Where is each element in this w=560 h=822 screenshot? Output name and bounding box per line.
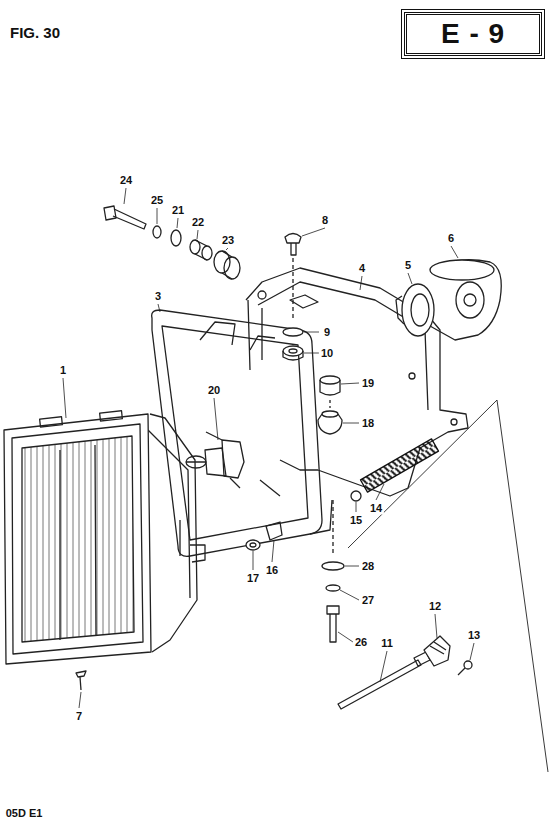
- callout-number: 16: [264, 564, 280, 577]
- bolt: [104, 206, 146, 229]
- grommet: [318, 411, 342, 434]
- figure-title: FIG. 30: [10, 24, 60, 41]
- callout-number: 6: [446, 232, 456, 245]
- callout-number: 5: [403, 259, 413, 272]
- screw: [76, 671, 86, 690]
- callout-number: 11: [379, 637, 395, 650]
- grommet: [214, 251, 240, 279]
- sealed-beam-unit: [4, 411, 205, 664]
- washer: [171, 230, 181, 246]
- callout-number: 20: [206, 384, 222, 397]
- callout-number: 17: [245, 572, 261, 585]
- nut: [246, 540, 260, 550]
- screw: [285, 234, 301, 244]
- nut: [283, 346, 303, 360]
- callout-number: 27: [360, 594, 376, 607]
- callout-number: 22: [190, 216, 206, 229]
- callout-number: 13: [466, 629, 482, 642]
- callout-number: 12: [427, 600, 443, 613]
- section-code: E - 9: [441, 18, 505, 50]
- callout-number: 26: [353, 636, 369, 649]
- callout-number: 9: [322, 326, 332, 339]
- callout-number: 21: [170, 204, 186, 217]
- callout-number: 24: [118, 174, 134, 187]
- washer: [322, 562, 344, 570]
- adjusting-knob: [424, 636, 450, 666]
- bulb: [186, 432, 244, 488]
- callout-number: 8: [320, 214, 330, 227]
- callout-number: 19: [360, 377, 376, 390]
- washer: [283, 328, 303, 336]
- meter-housing: [430, 260, 501, 340]
- callout-number: 23: [220, 234, 236, 247]
- leader-lines: [63, 188, 474, 708]
- adjusting-screw: [338, 652, 430, 709]
- screw: [458, 661, 472, 675]
- callout-number: 28: [360, 560, 376, 573]
- grommet: [320, 376, 340, 395]
- section-box: E - 9: [404, 12, 542, 56]
- callout-number: 4: [357, 262, 367, 275]
- callout-number: 14: [368, 502, 384, 515]
- washer: [351, 491, 361, 501]
- spring: [361, 439, 439, 492]
- collar: [190, 240, 212, 260]
- callout-number: 18: [360, 417, 376, 430]
- drawing-code: 05D E1: [4, 806, 45, 819]
- ring: [396, 284, 434, 336]
- bracket-clip: [266, 522, 282, 540]
- lock-washer: [153, 226, 161, 238]
- lock-washer: [326, 585, 340, 591]
- callout-number: 7: [74, 710, 84, 723]
- callout-number: 1: [58, 364, 68, 377]
- callout-number: 15: [348, 514, 364, 527]
- headlamp-rim: [152, 310, 332, 556]
- bolt: [327, 606, 339, 642]
- callout-number: 10: [319, 347, 335, 360]
- callout-number: 25: [149, 194, 165, 207]
- screw-shank: [291, 243, 296, 255]
- callout-number: 3: [153, 290, 163, 303]
